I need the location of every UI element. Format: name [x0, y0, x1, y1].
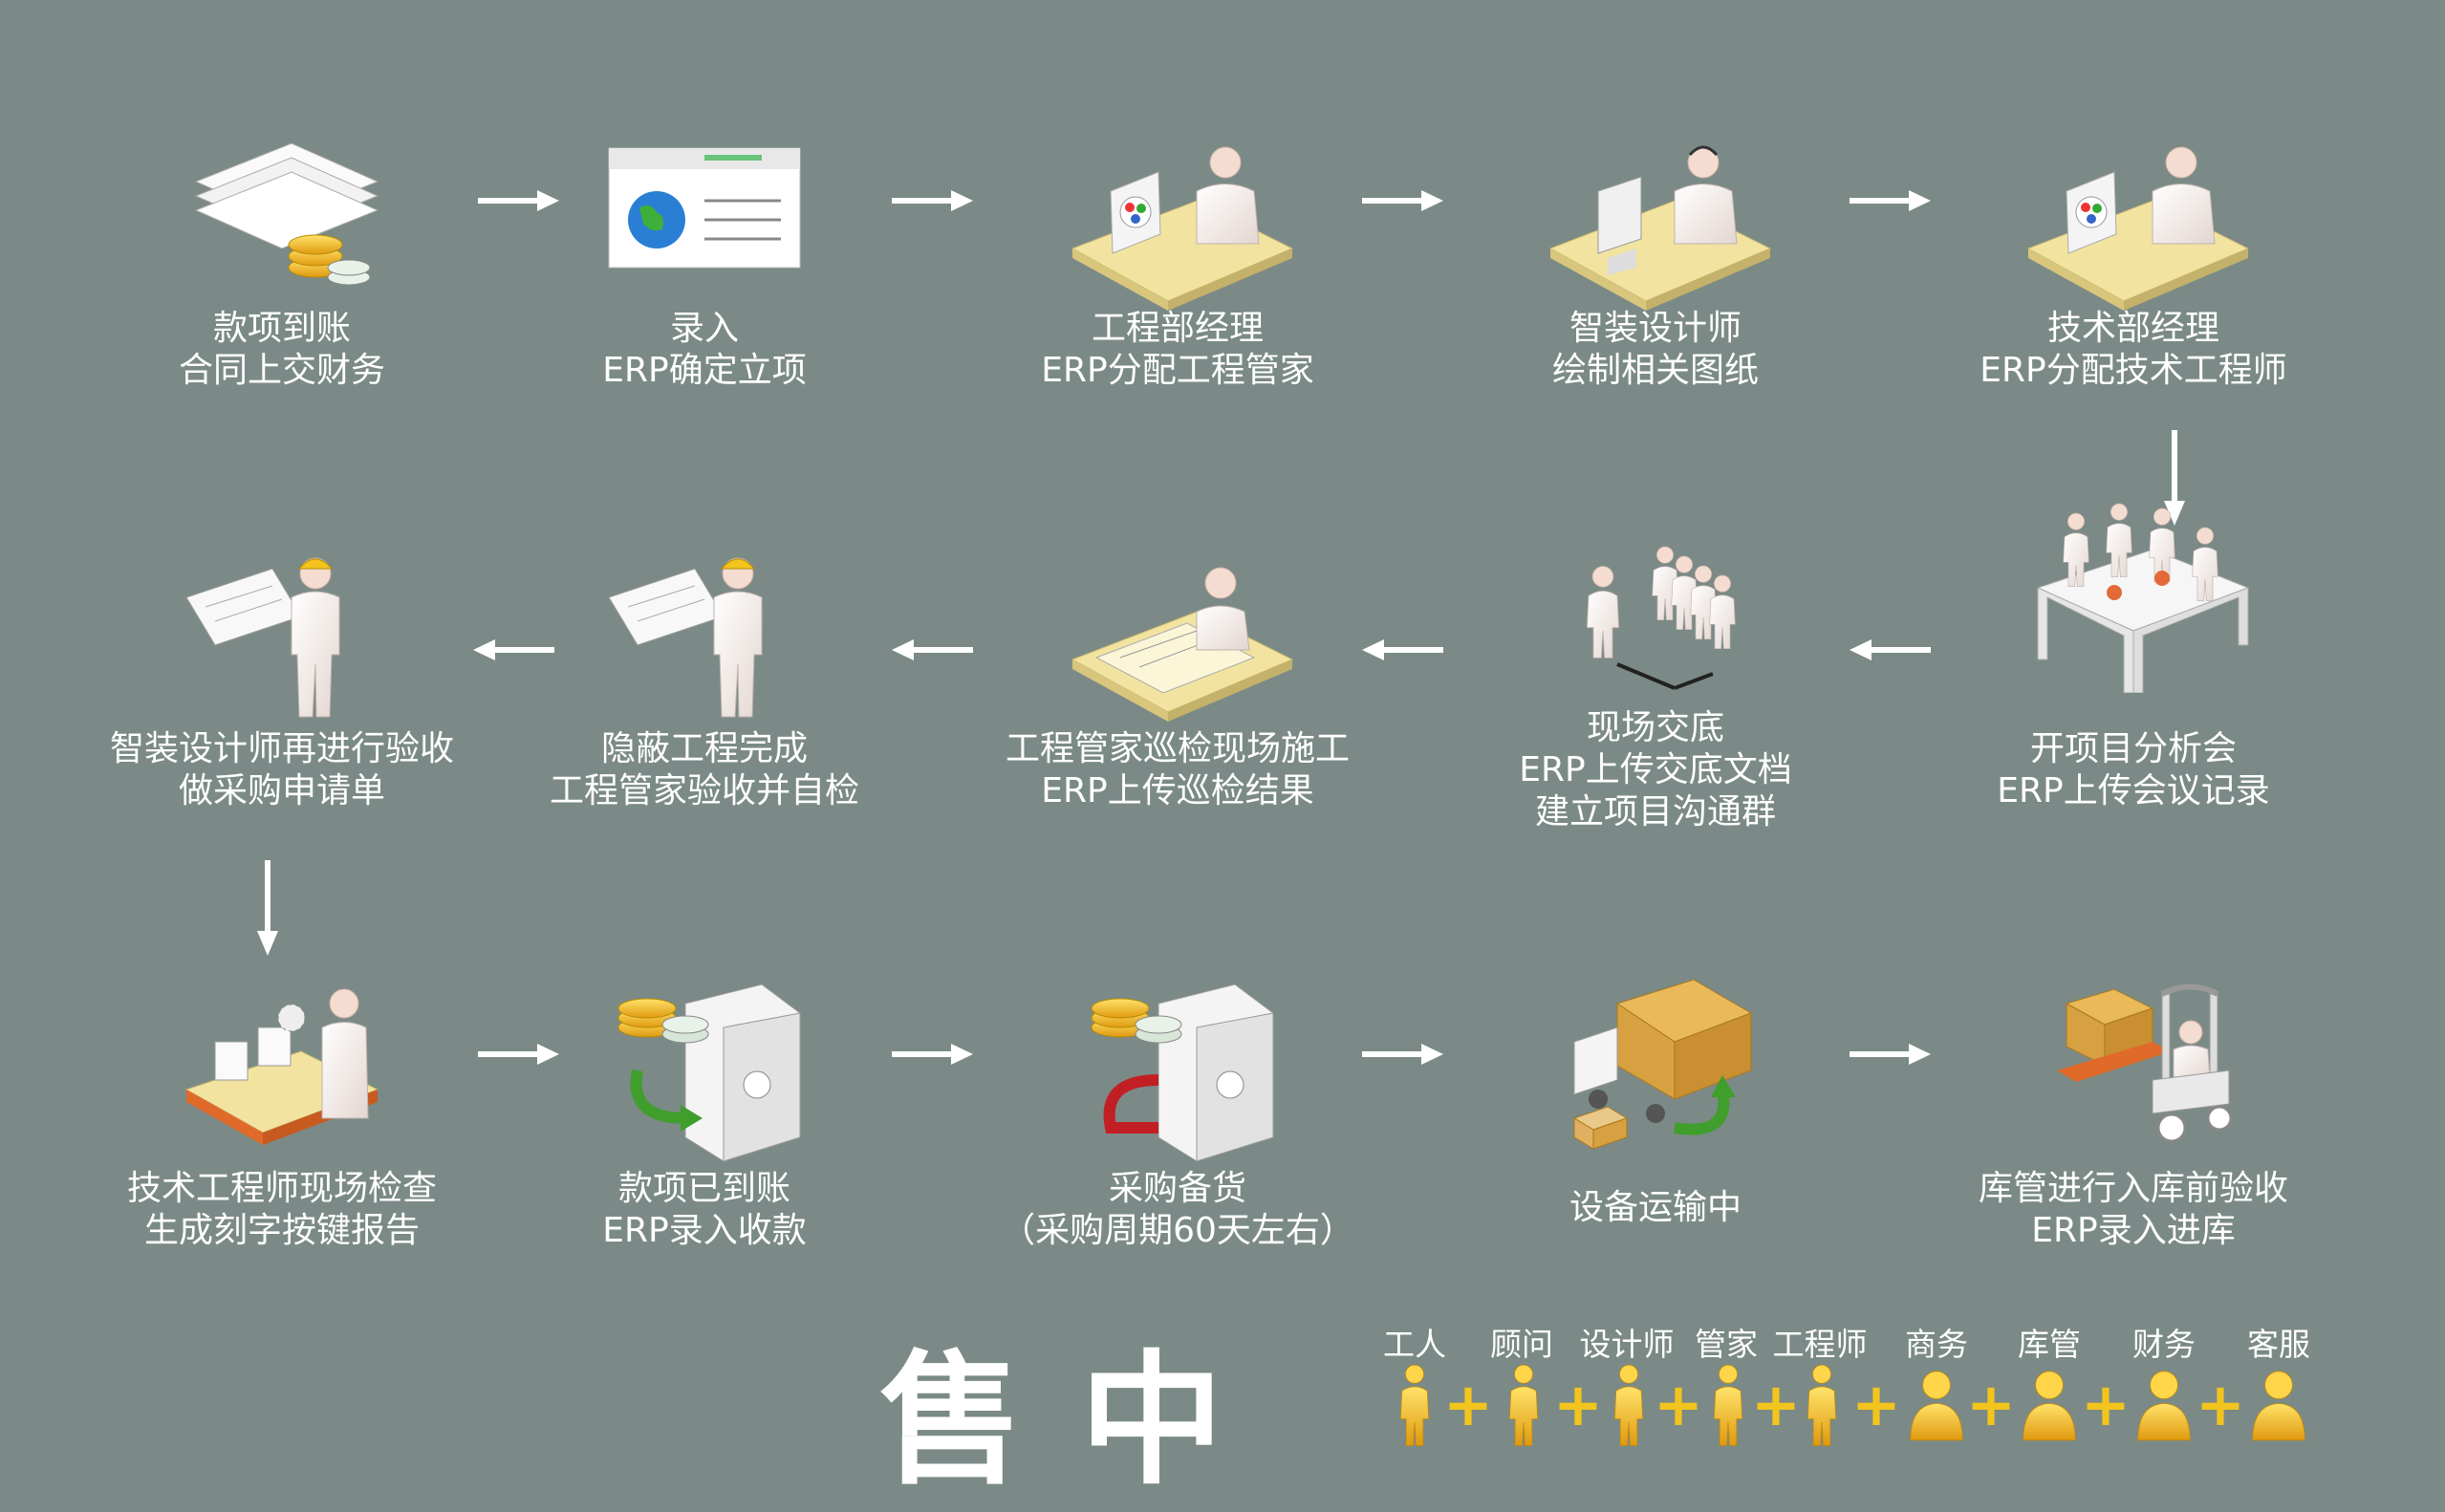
step-label-line: ERP上传交底文档	[1417, 749, 1894, 791]
plus-sign: +	[1553, 1376, 1601, 1434]
step-label-line: 工程部经理	[939, 308, 1417, 350]
finance-person-icon	[2133, 1362, 2195, 1448]
arrow-left	[473, 636, 554, 664]
arrow-left	[1850, 636, 1931, 664]
step-label-line: ERP录入进库	[1894, 1210, 2372, 1252]
forklift-icon	[2009, 975, 2258, 1166]
section-title: 售中	[879, 1305, 1281, 1512]
designer-desk-icon	[1531, 124, 1780, 315]
manager-desk-icon	[1053, 124, 1302, 315]
step-label-line: 工程管家巡检现场施工	[939, 728, 1417, 770]
step-label-line: 隐蔽工程完成	[465, 728, 943, 770]
step-11: 技术工程师现场检查生成刻字按键报告	[81, 975, 483, 1319]
step-label-line: ERP录入收款	[465, 1210, 943, 1252]
step-label-line: 开项目分析会	[1894, 728, 2372, 770]
worker-person-icon	[1394, 1357, 1436, 1453]
step-4: 智装设计师绘制相关图纸	[1455, 124, 1856, 468]
plus-sign: +	[2081, 1376, 2129, 1434]
step-label-line: （采购周期60天左右）	[939, 1210, 1417, 1252]
step-label-line: 生成刻字按键报告	[43, 1210, 521, 1252]
step-label-line: 款项已到账	[465, 1168, 943, 1210]
blueprint-desk-icon	[1053, 545, 1302, 736]
money-documents-icon	[158, 124, 406, 315]
step-label-line: ERP确定立项	[465, 350, 943, 392]
worker-blueprint-icon	[158, 540, 406, 731]
arrow-right	[1850, 1040, 1931, 1069]
steward-person-icon	[1707, 1357, 1749, 1453]
arrow-right	[1362, 1040, 1443, 1069]
safe-money-in-icon	[580, 975, 829, 1166]
step-9: 隐蔽工程完成工程管家验收并自检	[504, 540, 905, 884]
plus-sign: +	[1751, 1376, 1799, 1434]
plus-sign: +	[2196, 1376, 2243, 1434]
engineer-person-icon	[1801, 1357, 1843, 1453]
step-1: 款项到账合同上交财务	[81, 124, 483, 468]
step-label-line: 绘制相关图纸	[1417, 350, 1894, 392]
step-label-line: 录入	[465, 308, 943, 350]
plus-sign: +	[1443, 1376, 1491, 1434]
meeting-table-icon	[2009, 502, 2258, 693]
step-label-line: 技术部经理	[1894, 308, 2372, 350]
step-label-line: ERP分配工程管家	[939, 350, 1417, 392]
advisor-person-icon	[1503, 1357, 1545, 1453]
step-label-line: 工程管家验收并自检	[465, 770, 943, 812]
step-label-line: 智装设计师	[1417, 308, 1894, 350]
web-form-icon	[580, 124, 829, 315]
arrow-down	[253, 860, 282, 956]
worker-blueprint-icon	[580, 540, 829, 731]
arrow-right	[1362, 186, 1443, 215]
step-label-line: ERP上传会议记录	[1894, 770, 2372, 812]
arrow-right	[892, 186, 973, 215]
step-label-line: 现场交底	[1417, 707, 1894, 749]
group-people-icon	[1531, 526, 1780, 717]
step-label-line: 技术工程师现场检查	[43, 1168, 521, 1210]
step-label-line: ERP上传巡检结果	[939, 770, 1417, 812]
plus-sign: +	[1966, 1376, 2014, 1434]
role-label: 财务	[2097, 1319, 2231, 1365]
step-14: 设备运输中	[1455, 975, 1856, 1319]
warehouse-person-icon	[2019, 1362, 2080, 1448]
step-10: 智装设计师再进行验收做采购申请单	[81, 540, 483, 884]
role-label: 客服	[2212, 1319, 2346, 1365]
step-label-line: 设备运输中	[1417, 1187, 1894, 1229]
safe-money-out-icon	[1053, 975, 1302, 1166]
arrow-right	[1850, 186, 1931, 215]
step-label-line: 款项到账	[43, 308, 521, 350]
step-label-line: 采购备货	[939, 1168, 1417, 1210]
plus-sign: +	[1654, 1376, 1701, 1434]
plus-sign: +	[1851, 1376, 1899, 1434]
business-person-icon	[1906, 1362, 1967, 1448]
step-label-line: 智装设计师再进行验收	[43, 728, 521, 770]
manager-desk-icon	[2009, 124, 2258, 315]
step-label-line: 建立项目沟通群	[1417, 791, 1894, 833]
step-label-line: 做采购申请单	[43, 770, 521, 812]
step-13: 采购备货（采购周期60天左右）	[977, 975, 1378, 1319]
step-label-line: 合同上交财务	[43, 350, 521, 392]
designer-person-icon	[1608, 1357, 1650, 1453]
step-label-line: ERP分配技术工程师	[1894, 350, 2372, 392]
step-label-line: 库管进行入库前验收	[1894, 1168, 2372, 1210]
role-label: 库管	[1982, 1319, 2116, 1365]
delivery-truck-icon	[1531, 975, 1780, 1166]
arrow-right	[892, 1040, 973, 1069]
production-line-icon	[158, 975, 406, 1166]
service-person-icon	[2248, 1362, 2309, 1448]
